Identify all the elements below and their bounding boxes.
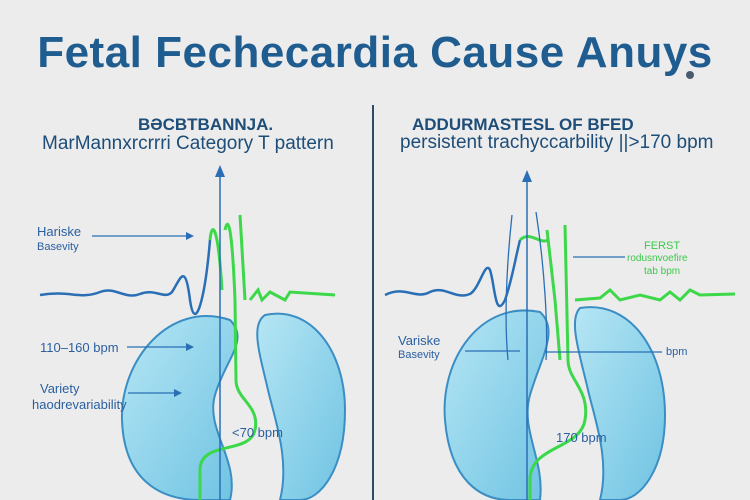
right-green-label-1: FERST: [644, 240, 681, 252]
left-baseline-label: Hariske: [37, 224, 82, 239]
left-organ-right-lobe: [256, 312, 347, 500]
left-heading-line1: BƏCBTBANNJA.: [138, 115, 274, 134]
arrow-icon: [186, 232, 194, 240]
right-green-trace: [518, 224, 736, 500]
left-rate-label: 110–160 bpm: [40, 340, 119, 355]
arrow-icon: [186, 343, 194, 351]
decorative-dot: [686, 71, 694, 79]
left-variability-label-2: haodrevariability: [32, 397, 127, 412]
right-heading-line2: persistent trachyccarbility ||>170 bpm: [400, 132, 714, 153]
left-low-rate-label: <70 bpm: [232, 425, 283, 440]
right-rate-label: 170 bpm: [556, 430, 607, 445]
left-arrow-head-icon: [215, 165, 225, 177]
left-green-trace: [198, 214, 336, 500]
right-baseline-label-2: Basevity: [398, 349, 440, 361]
right-green-label-2: rodusnvoefire: [627, 253, 688, 264]
left-heart-rate-trace: [39, 239, 212, 316]
arrow-icon: [174, 389, 182, 397]
right-arrow-head-icon: [522, 170, 532, 182]
right-bpm-label: bpm: [666, 346, 688, 358]
right-heart-rate-trace: [384, 239, 522, 308]
right-organ-right-lobe: [573, 306, 667, 500]
right-heading-line1: ADDURMASTESL OF BFED: [412, 115, 634, 134]
right-baseline-label: Variske: [398, 333, 441, 348]
right-green-label-3: tab bpm: [644, 266, 681, 277]
page-title: Fetal Fechecardia Cause Anuys: [37, 28, 713, 77]
left-baseline-label-2: Basevity: [37, 241, 79, 253]
right-organ-left-lobe: [443, 309, 550, 500]
left-variability-label: Variety: [40, 381, 80, 396]
left-heading-line2: MarMannxrcrrri Category T pattern: [42, 133, 334, 154]
